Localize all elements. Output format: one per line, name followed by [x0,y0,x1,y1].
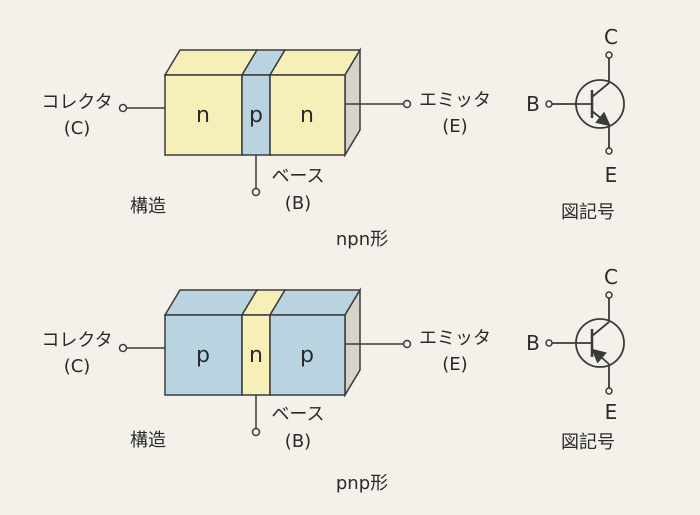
pnp-symbol-collector-line [591,321,610,337]
pnp-emitter-symbol: (E) [442,354,467,375]
pnp-symbol-emitter-terminal [605,387,613,395]
npn-layer-2: p [249,103,263,128]
npn-base-label: ベース [271,166,324,187]
npn-layer-3: n [300,103,314,128]
pnp-layer-2: n [249,343,263,368]
npn-collector-terminal [118,103,128,113]
npn-symbol-emitter-line [591,110,611,127]
pnp-collector-terminal [118,343,128,353]
npn-symbol-collector-line [591,82,610,98]
npn-structure: n p n コレクタ (C) エミッタ (E) ベース (B) 構造 npn形 [41,47,491,250]
pnp-region-left [164,314,243,396]
npn-caption: npn形 [336,229,388,250]
pnp-base-terminal [251,427,261,437]
pnp-region-right [269,314,346,396]
npn-emitter-terminal [402,99,412,109]
npn-top-face-left [163,49,259,76]
npn-emitter-label: エミッタ [419,90,491,111]
npn-structure-label: 構造 [130,196,166,217]
pnp-collector-symbol: (C) [64,356,91,377]
pnp-symbol-c-label: C [604,265,618,289]
pnp-schematic-symbol: C B E 図記号 [526,265,625,453]
pnp-emitter-terminal [402,339,412,349]
pnp-base-symbol: (B) [285,431,311,452]
pnp-symbol-emitter-line [591,348,610,365]
pnp-collector-label: コレクタ [41,330,112,351]
npn-region-left [164,74,243,156]
pnp-symbol-base-terminal [545,339,553,347]
pnp-base-label: ベース [271,404,324,425]
npn-layer-1: n [196,103,210,128]
pnp-symbol-collector-terminal [605,291,613,299]
npn-symbol-base-terminal [545,100,553,108]
npn-region-mid [241,74,271,156]
npn-schematic-symbol: C B E 図記号 [526,25,625,223]
pnp-layer-1: p [196,343,210,368]
npn-emitter-symbol: (E) [442,116,467,137]
npn-collector-label: コレクタ [41,92,112,113]
npn-symbol-emitter-terminal [605,147,613,155]
pnp-symbol-caption: 図記号 [561,432,615,453]
pnp-top-face-left [163,289,259,316]
npn-symbol-caption: 図記号 [561,202,615,223]
npn-collector-symbol: (C) [64,118,91,139]
npn-base-symbol: (B) [285,193,311,214]
npn-symbol-b-label: B [526,92,540,116]
pnp-caption: pnp形 [336,473,388,494]
pnp-emitter-label: エミッタ [419,328,491,349]
pnp-structure-label: 構造 [130,430,166,451]
npn-region-right [269,74,346,156]
pnp-layer-3: p [300,343,314,368]
npn-symbol-collector-terminal [605,51,613,59]
pnp-symbol-e-label: E [605,400,618,424]
npn-symbol-e-label: E [605,163,618,187]
pnp-symbol-b-label: B [526,331,540,355]
npn-symbol-c-label: C [604,25,618,49]
pnp-structure: p n p コレクタ (C) エミッタ (E) ベース (B) 構造 pnp形 [41,287,491,494]
npn-base-terminal [251,187,261,197]
